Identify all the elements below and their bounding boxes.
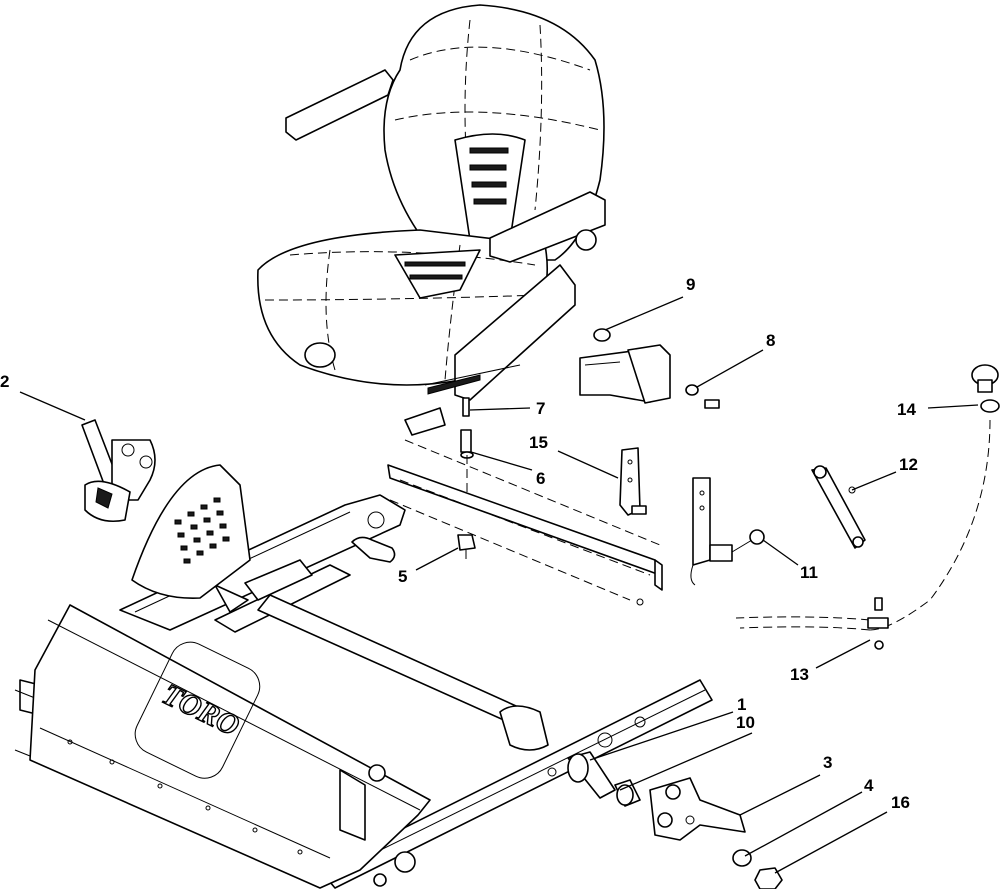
callout-5: 5 — [398, 567, 407, 586]
callout-11: 11 — [800, 563, 818, 582]
perforated-foot-plate — [131, 464, 251, 599]
callout-9: 9 — [686, 275, 695, 294]
callout-10: 10 — [736, 713, 755, 732]
lever-arm-3 — [649, 777, 746, 841]
bracket-15 — [619, 447, 647, 516]
callout-4: 4 — [864, 776, 874, 795]
callout-3: 3 — [823, 753, 832, 772]
callout-2: 2 — [0, 372, 9, 391]
clip-5 — [457, 534, 476, 560]
seat-base-rails — [387, 407, 663, 606]
callout-7: 7 — [536, 399, 545, 418]
callout-12: 12 — [899, 455, 918, 474]
pivot-shaft-1 — [567, 751, 616, 799]
seat-assembly — [257, 4, 606, 401]
callout-16: 16 — [891, 793, 910, 812]
washer-9 — [593, 328, 611, 342]
callout-8: 8 — [766, 331, 775, 350]
callout-1: 1 — [737, 695, 746, 714]
pedal-bracket-assembly — [81, 419, 156, 523]
gas-spring-12 — [811, 465, 866, 549]
leader-lines — [19, 296, 979, 874]
seat-switch-11 — [690, 477, 765, 586]
seat-switch-bracket-8 — [579, 344, 720, 409]
callout-13: 13 — [790, 665, 809, 684]
bolt-7 — [460, 397, 474, 495]
washer-4 — [732, 849, 752, 867]
cable-clamp-13 — [867, 597, 889, 650]
cable-knob-14 — [735, 364, 1000, 631]
callout-labels: 2 9 8 7 15 6 12 14 5 11 13 1 10 3 4 16 — [0, 275, 918, 812]
callout-6: 6 — [536, 469, 545, 488]
callout-15: 15 — [529, 433, 548, 452]
callout-14: 14 — [897, 400, 916, 419]
bushing-10 — [614, 779, 641, 807]
